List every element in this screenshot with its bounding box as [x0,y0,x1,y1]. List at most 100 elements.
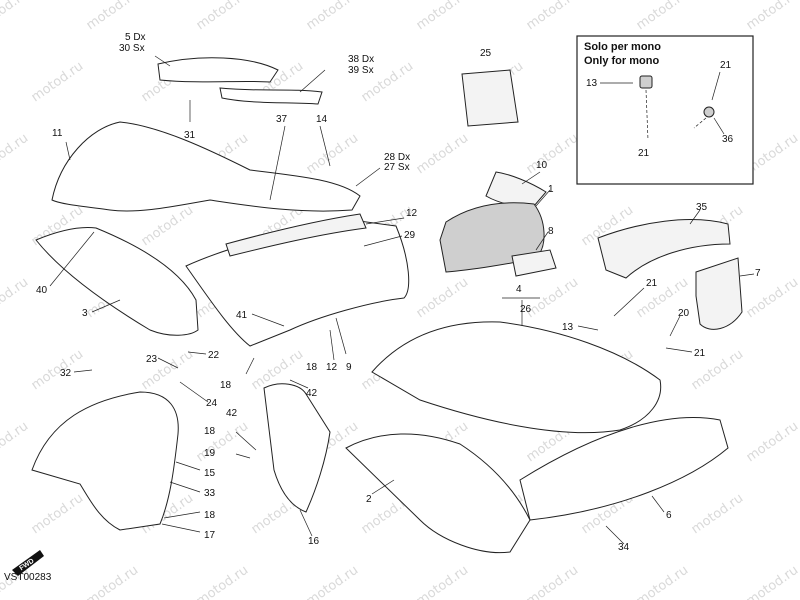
callout-2: 2 [366,494,372,505]
callout-10: 10 [536,160,548,171]
inset-callout-36: 36 [722,134,734,145]
callout-1: 1 [548,184,554,195]
watermark-text: motod.ru [0,275,31,321]
callout-31: 31 [184,130,196,141]
callout-19: 19 [204,448,216,459]
callout-23: 23 [146,354,158,365]
callout-21a: 21 [646,278,658,289]
watermark-text: motod.ru [524,563,581,600]
callout-12b: 12 [326,362,338,373]
callout-13: 13 [562,322,574,333]
callout-18d: 18 [204,510,216,521]
watermark-text: motod.ru [29,59,86,105]
watermark-text: motod.ru [744,0,800,33]
panel-35 [597,219,731,279]
callout-38dx: 38 Dx [348,54,374,65]
watermark-text: motod.ru [194,563,251,600]
callout-5dx: 5 Dx [125,32,146,43]
watermark-text: motod.ru [0,419,31,465]
watermark-text: motod.ru [744,275,800,321]
watermark-text: motod.ru [744,419,800,465]
callout-14: 14 [316,114,328,125]
inset-callout-21a: 21 [638,148,650,159]
spoiler-16 [263,383,331,513]
duct-10 [485,171,547,207]
callout-18c: 18 [204,426,216,437]
callout-labels: 5 Dx 30 Sx 38 Dx 39 Sx 25 31 11 37 14 28… [36,32,761,553]
callout-30sx: 30 Sx [119,43,145,54]
watermark-text: motod.ru [304,0,361,33]
screw-head-icon [703,106,715,118]
callout-24: 24 [206,398,218,409]
callout-29: 29 [404,230,416,241]
inset-title-en: Only for mono [584,55,659,67]
upper-fairing-11 [51,121,361,212]
leader-lines [49,55,755,545]
watermark-text: motod.ru [634,0,691,33]
watermark-text: motod.ru [414,563,471,600]
watermark-text: motod.ru [414,0,471,33]
callout-20: 20 [678,308,690,319]
rubber-seal-38-39 [219,87,323,105]
callout-8: 8 [548,226,554,237]
side-panel-3 [35,227,199,336]
callout-41: 41 [236,310,248,321]
panel-7 [695,257,743,330]
inset-box: Solo per mono Only for mono 13 21 21 36 [576,35,754,185]
callout-39sx: 39 Sx [348,65,374,76]
watermark-text: motod.ru [524,0,581,33]
watermark-text: motod.ru [414,275,471,321]
duct-8 [511,249,557,277]
callout-7: 7 [755,268,761,279]
watermark-text: motod.ru [524,131,581,177]
sticker-25 [461,69,519,127]
callout-12a: 12 [406,208,418,219]
callout-17: 17 [204,530,216,541]
lower-fairing-6 [519,417,729,521]
callout-18a: 18 [220,380,232,391]
watermark-text: motod.ru [689,491,746,537]
watermark-text: motod.ru [304,563,361,600]
callout-26: 26 [520,304,532,315]
callout-9: 9 [346,362,352,373]
callout-33: 33 [204,488,216,499]
watermark-text: motod.ru [0,131,31,177]
callout-18b: 18 [306,362,318,373]
lower-fairing-2 [345,433,531,554]
inset-callout-21b: 21 [720,60,732,71]
callout-27sx: 27 Sx [384,162,410,173]
belly-pan-4-26 [371,321,662,434]
watermark-text: motod.ru [29,491,86,537]
callout-32: 32 [60,368,72,379]
callout-6: 6 [666,510,672,521]
callout-37: 37 [276,114,288,125]
diagram-code: VST00283 [4,572,52,583]
watermark-text: motod.ru [194,0,251,33]
watermark-text: motod.ru [744,563,800,600]
callout-4: 4 [516,284,522,295]
callout-11: 11 [52,128,63,139]
callout-3: 3 [82,308,88,319]
inner-panel-strip-12 [225,213,367,257]
watermark-text: motod.ru [634,563,691,600]
watermark-text: motod.ru [194,419,251,465]
callout-16: 16 [308,536,320,547]
callout-42b: 42 [306,388,318,399]
callout-15: 15 [204,468,216,479]
front-fender [31,391,179,531]
callout-42a: 42 [226,408,238,419]
callout-22: 22 [208,350,220,361]
speed-nut-icon [639,75,653,89]
watermark-text: motod.ru [0,0,31,33]
callout-35: 35 [696,202,708,213]
watermark-text: motod.ru [414,131,471,177]
watermark-text: motod.ru [304,131,361,177]
callout-34: 34 [618,542,630,553]
inset-callout-13: 13 [586,78,598,89]
fairing-top-5-30 [157,57,279,83]
callout-40: 40 [36,285,48,296]
callout-25: 25 [480,48,492,59]
watermark-text: motod.ru [84,0,141,33]
callout-28dx: 28 Dx [384,152,410,163]
